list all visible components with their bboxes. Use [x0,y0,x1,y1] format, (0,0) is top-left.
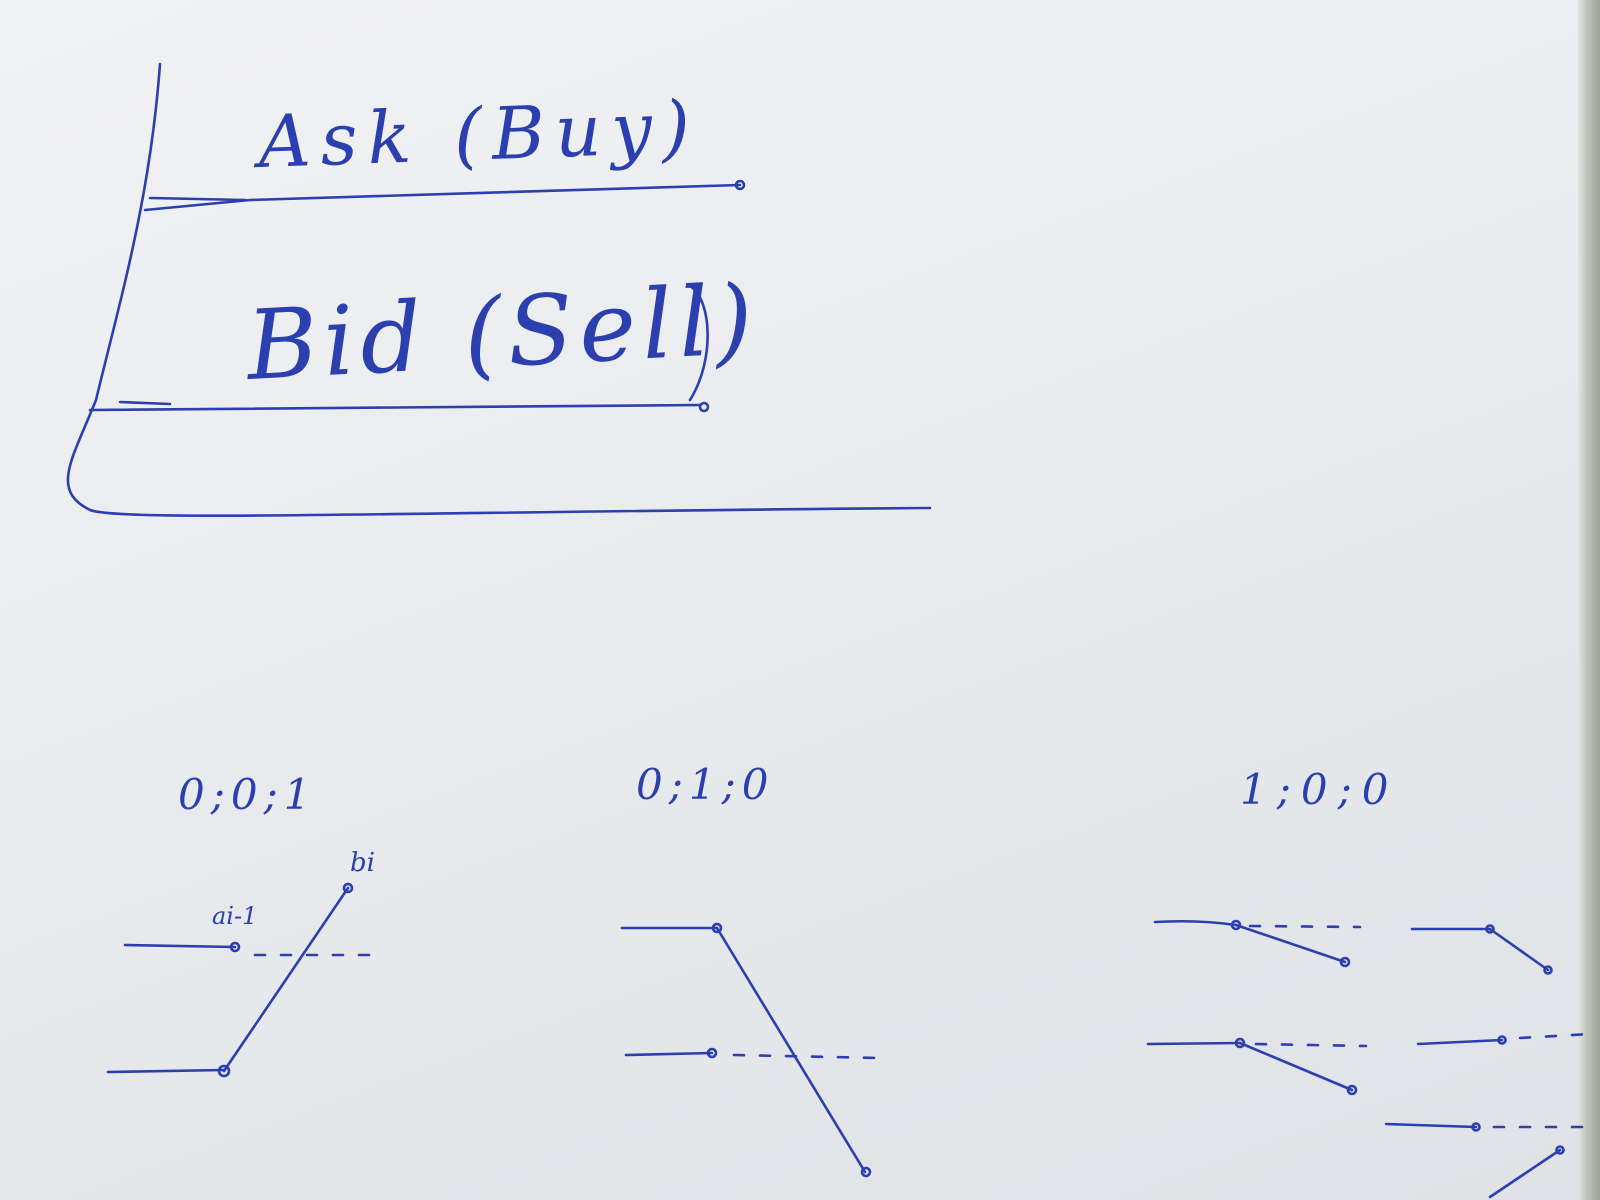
case3-b-point [1234,1037,1246,1049]
bid-tick [118,400,172,406]
case3-b-falling [1238,1041,1354,1092]
case2-label: 0;1;0 [636,760,775,809]
case3-c-falling [1488,927,1550,972]
ask-label: Ask (Buy) [257,84,702,184]
case1-lower-point [217,1064,231,1078]
case3-e-line [1384,1122,1478,1129]
case3-d-dash [1518,1032,1592,1040]
case1-lower-line [106,1068,226,1074]
bi-point-label: bi [350,848,375,878]
case3-c-point [1485,924,1495,934]
case3-a-end [1339,956,1351,968]
case2-lower-line [624,1051,714,1057]
bid-bracket [688,284,709,402]
case3-d-line [1416,1038,1504,1046]
ask-tick [148,196,247,202]
bid-line [88,403,702,412]
ask-line [143,183,742,212]
case2-dash [732,1053,882,1060]
case3-a-dash [1248,924,1362,929]
case3-b-dash [1254,1042,1368,1048]
case3-b-line [1146,1041,1242,1046]
case2-falling-line [715,926,867,1174]
case3-label: 1;0;0 [1240,765,1399,814]
ai-point-label: ai-1 [212,902,258,930]
case1-label: 0;0;1 [178,770,317,819]
case3-a-falling [1234,923,1347,964]
case2-bottom-point [860,1166,872,1178]
case1-upper-line [123,943,237,949]
ask-endpoint [734,179,746,191]
case1-top-point [342,882,354,894]
bid-endpoint [698,401,710,413]
paper-edge [1578,0,1600,1200]
case3-f-rising [1488,1148,1562,1199]
case2-lower-point [706,1047,718,1059]
case3-b-end [1346,1084,1358,1096]
case3-f-point [1555,1145,1565,1155]
case3-c-end [1543,965,1553,975]
case3-e-point [1471,1122,1481,1132]
case1-upper-point [229,941,241,953]
case1-rising-line [222,886,350,1073]
case3-d-point [1497,1035,1507,1045]
case3-a-line [1153,919,1238,927]
frame-bracket [66,62,932,518]
case2-upper-point [711,922,723,934]
